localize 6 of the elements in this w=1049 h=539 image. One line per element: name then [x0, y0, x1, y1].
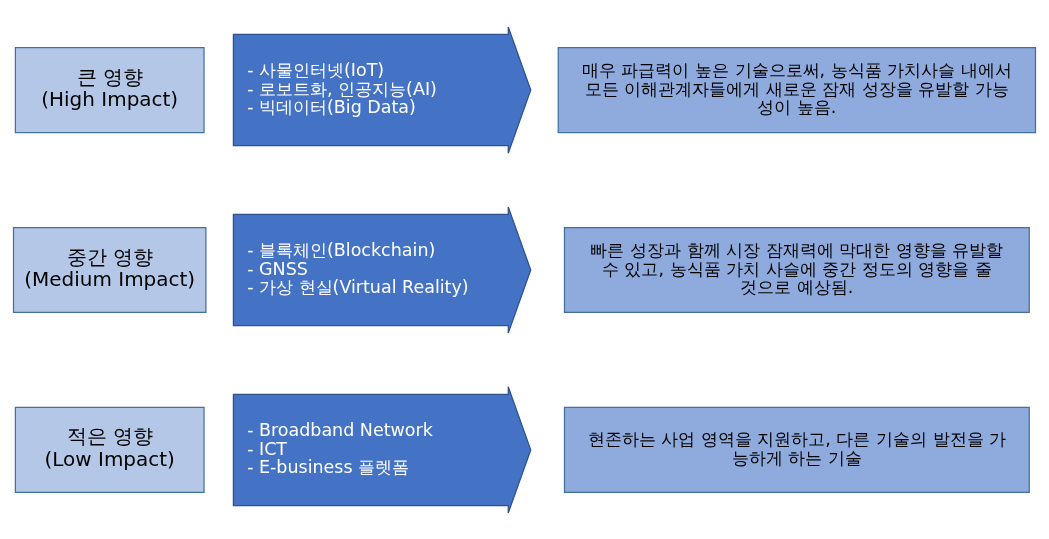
node-box: 현존하는 사업 영역을 지원하고, 다른 기술의 발전을 가능하게 하는 기술	[563, 406, 1030, 493]
node-box: 빠른 성장과 함께 시장 잠재력에 막대한 영향을 유발할 수 있고, 농식품 가치 사슬에 중간 정도의 영향을 줄 것으로 예상됨.	[563, 226, 1030, 313]
node-box: 적은 영향 (Low Impact)	[14, 406, 205, 493]
node-box: 중간 영향 (Medium Impact)	[12, 226, 207, 313]
node-box: 큰 영향 (High Impact)	[14, 46, 205, 133]
node-box: 매우 파급력이 높은 기술으로써, 농식품 가치사슬 내에서 모든 이해관계자들에게 새로운 잠재 성장을 유발할 가능성이 높음.	[557, 46, 1037, 133]
